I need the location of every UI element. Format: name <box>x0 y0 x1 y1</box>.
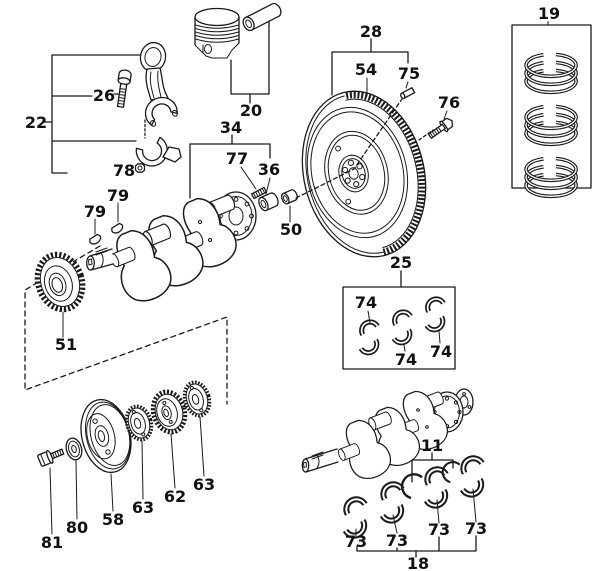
timing-sprocket-icon <box>150 389 188 435</box>
callout-34: 34 <box>220 118 242 137</box>
callout-80: 80 <box>66 518 88 537</box>
piston-illustration: 20 <box>194 2 282 120</box>
callout-62: 62 <box>164 487 186 506</box>
callout-19: 19 <box>538 4 560 23</box>
crank-pulley-icon <box>80 398 132 474</box>
callout-73-2: 73 <box>386 531 408 550</box>
callout-74-top: 74 <box>355 293 377 312</box>
bushing-36-icon <box>258 192 279 212</box>
callout-26: 26 <box>93 86 115 105</box>
callout-73-4: 73 <box>465 519 487 538</box>
pulley-bolt-icon <box>37 448 65 467</box>
callout-77: 77 <box>226 149 248 168</box>
rod-bearings-box: 25 74 74 74 <box>342 253 455 370</box>
ring-set-1 <box>524 52 578 95</box>
callout-58: 58 <box>102 510 124 529</box>
callout-11: 11 <box>421 436 443 455</box>
ring-set-2 <box>524 104 578 147</box>
callout-22: 22 <box>25 113 47 132</box>
connecting-rod-illustration: 22 26 78 <box>25 41 182 180</box>
callout-51: 51 <box>55 335 77 354</box>
timing-gear-icon <box>34 251 86 313</box>
crankshaft-illustration: 34 77 36 50 79 79 <box>24 118 302 405</box>
callout-25: 25 <box>390 253 412 272</box>
clutch-pin-icon <box>399 87 416 100</box>
flywheel-bolt-icon <box>427 117 454 139</box>
callout-73-1: 73 <box>345 532 367 551</box>
piston-rings-box: 19 <box>511 4 592 199</box>
callout-78: 78 <box>113 161 135 180</box>
callout-54: 54 <box>355 60 377 79</box>
callout-20: 20 <box>240 101 262 120</box>
callout-79-right: 79 <box>107 186 129 205</box>
dowel-pin-icon <box>250 186 268 200</box>
callout-28: 28 <box>360 22 382 41</box>
callout-76: 76 <box>438 93 460 112</box>
flywheel-illustration: 28 54 75 76 <box>295 22 460 258</box>
piston-pin-icon <box>242 2 282 32</box>
ring-set-3 <box>524 156 578 199</box>
lower-crankshaft-illustration: 11 73 73 73 73 18 <box>301 384 493 571</box>
thrust-washer-icon <box>398 470 428 501</box>
callout-74-right: 74 <box>430 342 452 361</box>
bushing-50-icon <box>281 189 298 205</box>
callout-63-right: 63 <box>193 475 215 494</box>
callout-75: 75 <box>398 64 420 83</box>
pulley-assembly-illustration: 81 80 58 63 62 63 <box>37 377 215 552</box>
pulley-washer-icon <box>65 437 83 461</box>
callout-79-left: 79 <box>84 202 106 221</box>
callout-73-3: 73 <box>428 520 450 539</box>
rod-nut-icon <box>134 163 146 173</box>
callout-18: 18 <box>407 554 429 571</box>
rod-bolt-icon <box>116 69 132 108</box>
callout-50: 50 <box>280 220 302 239</box>
callout-63-left: 63 <box>132 498 154 517</box>
callout-74-middle: 74 <box>395 350 417 369</box>
callout-36: 36 <box>258 160 280 179</box>
callout-81: 81 <box>41 533 63 552</box>
flywheel-hub <box>338 154 369 193</box>
